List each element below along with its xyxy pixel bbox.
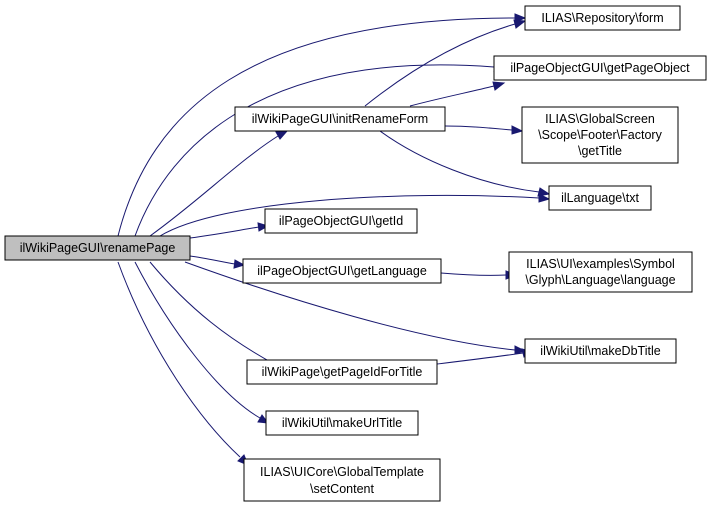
node-renamepage[interactable]: ilWikiPageGUI\renamePage [4, 235, 191, 261]
edge-renamepage-txt [159, 194, 540, 237]
node-footergettitle-label-line3: \getTitle [578, 144, 622, 158]
node-renamepage-label: ilWikiPageGUI\renamePage [20, 241, 176, 255]
edge-initrenameform-txt [379, 130, 540, 193]
edge-renamepage-getlanguage [189, 255, 236, 265]
node-getlanguage[interactable]: ilPageObjectGUI\getLanguage [242, 258, 442, 284]
node-symbollanguage-label-line1: ILIAS\UI\examples\Symbol [526, 257, 675, 271]
node-symbollanguage[interactable]: ILIAS\UI\examples\Symbol \Glyph\Language… [508, 251, 693, 293]
arrowhead-footergettitle [511, 125, 524, 135]
edge-renamepage-makedbtitle [184, 261, 516, 351]
node-makedbtitle-label: ilWikiUtil\makeDbTitle [540, 344, 660, 358]
edges [117, 17, 540, 458]
node-footergettitle-label-line2: \Scope\Footer\Factory [538, 128, 662, 142]
node-getpageobject-label: ilPageObjectGUI\getPageObject [510, 61, 690, 75]
arrowhead-makedbtitle [514, 345, 527, 355]
node-initrenameform-label: ilWikiPageGUI\initRenameForm [252, 112, 428, 126]
node-footergettitle-label-line1: ILIAS\GlobalScreen [545, 112, 655, 126]
node-setcontent-label-line2: \setContent [310, 482, 374, 496]
edge-initrenameform-getpageobject [409, 85, 495, 107]
node-txt[interactable]: ilLanguage\txt [548, 185, 652, 211]
edge-renamepage-form [117, 17, 516, 237]
edge-renamepage-makeurltitle [134, 261, 261, 419]
node-getlanguage-label: ilPageObjectGUI\getLanguage [257, 264, 427, 278]
node-setcontent[interactable]: ILIAS\UICore\GlobalTemplate \setContent [243, 458, 441, 502]
node-form-label: ILIAS\Repository\form [541, 11, 663, 25]
node-setcontent-label-line1: ILIAS\UICore\GlobalTemplate [260, 465, 424, 479]
edge-getlanguage-symbollanguage [440, 272, 507, 276]
arrowhead-initrenameform-getpageobject [492, 81, 506, 91]
arrowhead-initrenameform-form [513, 19, 527, 29]
arrowheads [233, 13, 551, 466]
node-initrenameform[interactable]: ilWikiPageGUI\initRenameForm [234, 106, 446, 132]
node-makedbtitle[interactable]: ilWikiUtil\makeDbTitle [524, 338, 677, 364]
arrowhead-initrenameform-txt [537, 187, 551, 197]
node-getid[interactable]: ilPageObjectGUI\getId [264, 208, 418, 234]
edge-renamepage-initrenameform [149, 135, 279, 237]
node-getpageidfortitle-label: ilWikiPage\getPageIdForTitle [262, 365, 423, 379]
edge-initrenameform-form [364, 23, 516, 107]
edge-getpageidfortitle-makedbtitle [436, 352, 524, 365]
edge-initrenameform-footergettitle [444, 125, 513, 131]
edge-renamepage-getpageidfortitle [149, 261, 277, 366]
node-getpageobject[interactable]: ilPageObjectGUI\getPageObject [493, 55, 707, 81]
node-makeurltitle-label: ilWikiUtil\makeUrlTitle [282, 416, 402, 430]
arrowhead-getid [257, 222, 270, 232]
edge-renamepage-getid [189, 226, 260, 239]
edge-renamepage-setcontent [117, 261, 241, 458]
arrowhead-txt [538, 193, 551, 203]
node-getid-label: ilPageObjectGUI\getId [279, 214, 403, 228]
arrowhead-initrenameform [275, 130, 289, 140]
node-form[interactable]: ILIAS\Repository\form [524, 5, 681, 31]
node-symbollanguage-label-line2: \Glyph\Language\language [525, 273, 675, 287]
arrowhead-getlanguage [233, 259, 246, 269]
node-makeurltitle[interactable]: ilWikiUtil\makeUrlTitle [265, 410, 419, 436]
node-txt-label: ilLanguage\txt [561, 191, 639, 205]
node-getpageidfortitle[interactable]: ilWikiPage\getPageIdForTitle [246, 359, 438, 385]
node-footergettitle[interactable]: ILIAS\GlobalScreen \Scope\Footer\Factory… [521, 106, 679, 164]
